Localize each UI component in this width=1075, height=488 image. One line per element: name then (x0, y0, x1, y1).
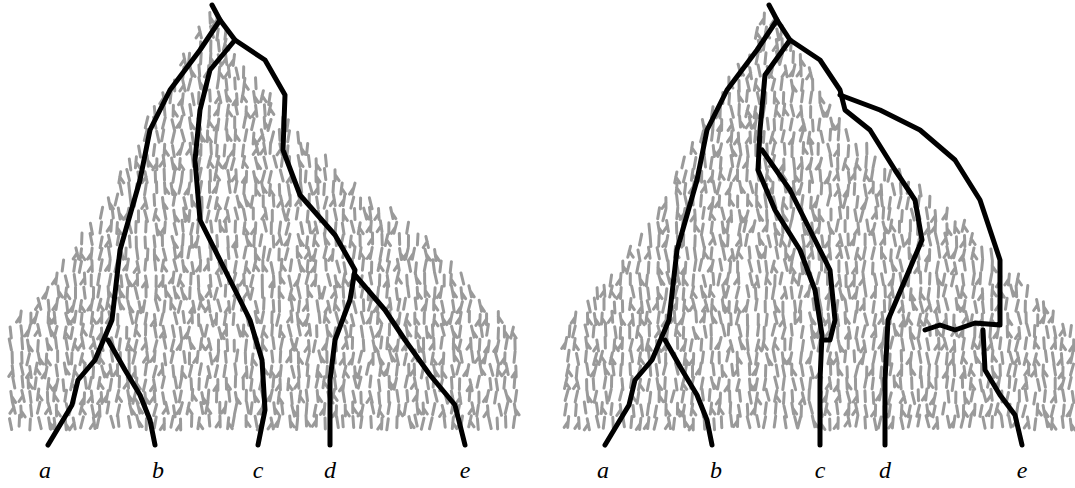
channel-path (355, 275, 465, 445)
drainage-texture (9, 12, 1075, 430)
outlet-label: a (39, 458, 51, 482)
channel-path (762, 150, 835, 340)
channel-path (840, 95, 1000, 330)
main-channels (48, 5, 1022, 445)
outlet-label: c (815, 458, 826, 482)
channel-path (605, 5, 777, 445)
outlet-label: d (879, 458, 891, 482)
outlet-label: b (152, 458, 164, 482)
outlet-label: e (1017, 458, 1028, 482)
channel-path (48, 5, 220, 445)
outlet-label: b (710, 458, 722, 482)
outlet-label: c (253, 458, 264, 482)
channel-path (665, 340, 712, 445)
outlet-label: d (324, 458, 336, 482)
outlet-label: e (460, 458, 471, 482)
channel-path (108, 340, 155, 445)
outlet-label: a (597, 458, 609, 482)
channel-path (983, 330, 1022, 445)
channel-path (235, 40, 355, 445)
channel-path (195, 20, 265, 445)
